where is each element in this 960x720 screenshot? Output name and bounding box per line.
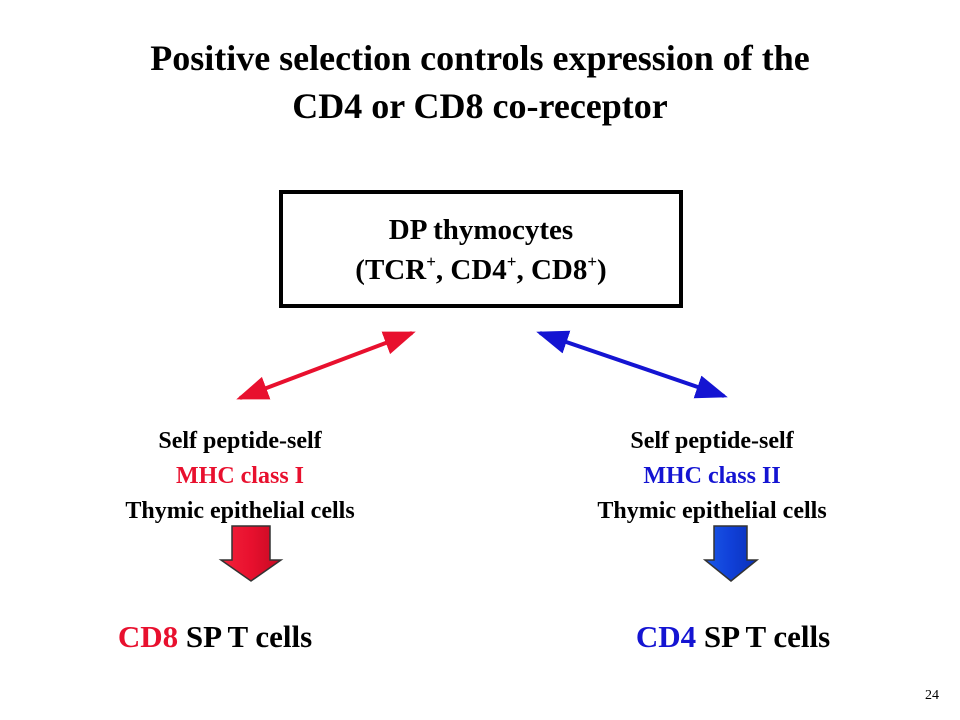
dp-thymocytes-markers: (TCR+, CD4+, CD8+) [283,250,679,290]
mhc-class-2-prefix: Self peptide-self [630,428,794,454]
blue-double-arrow [536,330,728,399]
slide-title-line-1: Positive selection controls expression o… [150,38,810,78]
mhc-class-2-label: Self peptide-self MHC class II Thymic ep… [472,424,952,529]
mhc-class-2-highlight: MHC class II [643,463,781,489]
marker-close: ) [597,254,607,286]
dp-thymocytes-box: DP thymocytes (TCR+, CD4+, CD8+) [279,190,683,308]
marker-open: (TCR [355,254,427,286]
cd8-plus-sup: + [587,252,598,271]
mhc-class-1-prefix: Self peptide-self [158,428,322,454]
marker-cd4: , CD4 [435,254,507,286]
mhc-class-1-line-1: Self peptide-self MHC class I [0,424,480,494]
page-number: 24 [925,688,939,703]
cd8-highlight: CD8 [117,619,179,654]
blue-down-block-arrow [702,525,760,582]
mhc-class-2-line-2: Thymic epithelial cells [597,498,827,524]
mhc-class-1-label: Self peptide-self MHC class I Thymic epi… [0,424,480,529]
cd4-sp-outcome: CD4 SP T cells [493,617,960,657]
slide-title-line-2: CD4 or CD8 co-receptor [292,86,668,126]
mhc-class-1-line-2: Thymic epithelial cells [125,498,355,524]
marker-cd8: , CD8 [516,254,588,286]
cd4-plus-sup: + [506,252,517,271]
cd8-rest: SP T cells [178,619,313,654]
mhc-class-2-line-1: Self peptide-self MHC class II [472,424,952,494]
cd4-highlight: CD4 [635,619,697,654]
slide-title: Positive selection controls expression o… [0,34,960,130]
red-down-block-arrow [218,525,284,582]
cd4-rest: SP T cells [696,619,831,654]
dp-thymocytes-label: DP thymocytes [388,214,574,246]
mhc-class-1-highlight: MHC class I [176,463,304,489]
red-double-arrow [236,331,416,400]
tcr-plus-sup: + [426,252,436,271]
cd8-sp-outcome: CD8 SP T cells [0,617,455,657]
